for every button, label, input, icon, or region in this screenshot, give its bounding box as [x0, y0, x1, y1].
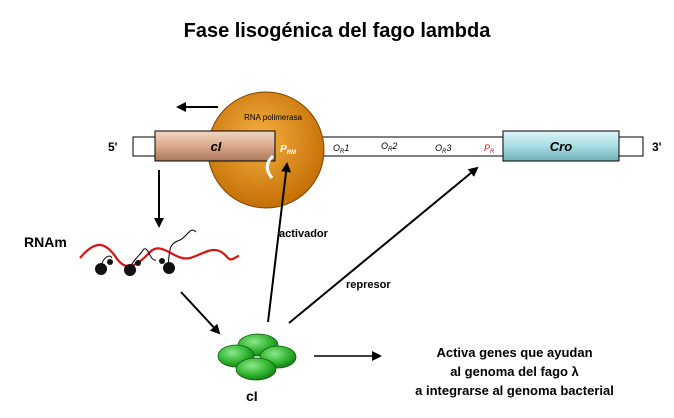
arrow-mrna-to-protein: [180, 291, 221, 335]
gene-ci-box: [154, 130, 276, 162]
gene-cro-label: Cro: [550, 139, 572, 154]
gene-cro-box: [502, 130, 620, 162]
protein-label: cI: [246, 388, 258, 404]
ribosomes: [95, 229, 197, 276]
description-line-3: a integrarse al genoma bacterial: [415, 383, 614, 398]
polymerase-notch: [265, 154, 275, 179]
description-line-1: Activa genes que ayudan: [436, 345, 593, 360]
repressor-arrow: [288, 166, 479, 324]
mrna-label: RNAm: [24, 234, 67, 250]
mrna-strand: [79, 243, 240, 268]
operator-or3: OR3: [435, 143, 451, 155]
description-line-2: al genoma del fago λ: [450, 364, 579, 379]
promoter-pr: PR: [484, 143, 495, 155]
promoter-prm: PRM: [280, 144, 297, 156]
polymerase-label: RNA polimerasa: [244, 113, 302, 122]
ci-protein-cluster: [217, 333, 297, 381]
activator-label: activador: [279, 228, 328, 240]
dna-5-prime-label: 5': [108, 140, 118, 154]
operator-or1: OR1: [333, 143, 349, 155]
page-title: Fase lisogénica del fago lambda: [183, 20, 491, 42]
gene-ci-label: cI: [211, 139, 222, 154]
operator-or2: OR2: [381, 141, 397, 153]
repressor-label: represor: [346, 279, 391, 291]
dna-3-prime-label: 3': [652, 140, 662, 154]
activator-arrow: [267, 162, 292, 323]
